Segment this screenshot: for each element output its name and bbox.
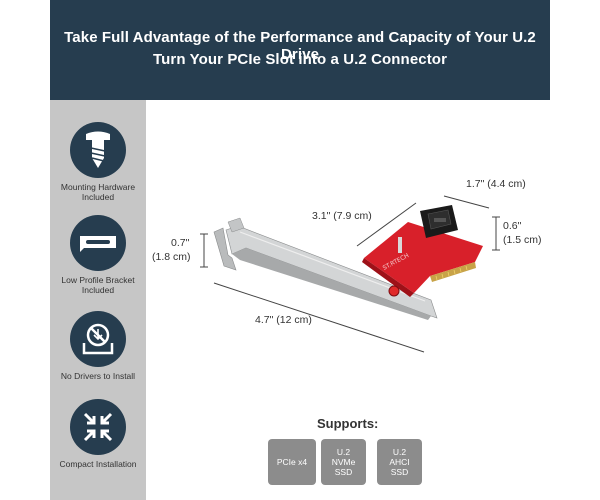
dimension-card-length: 3.1" (7.9 cm) — [312, 210, 372, 222]
dimension-bracket-length: 4.7" (12 cm) — [255, 314, 312, 326]
support-chip-pcie: PCIe x4 — [268, 439, 316, 485]
bracket-icon — [70, 215, 126, 271]
feature-label: Low Profile Bracket — [61, 275, 135, 285]
feature-label: Included — [81, 285, 115, 295]
dimension-connector-height-cm: (1.5 cm) — [503, 234, 542, 246]
no-drivers-icon — [70, 311, 126, 367]
feature-label: Compact Installation — [59, 459, 137, 469]
chip-text: PCIe x4 — [276, 457, 308, 467]
feature-label: Included — [81, 192, 115, 202]
chip-text: NVMe — [331, 457, 356, 467]
dimension-bracket-height-cm: (1.8 cm) — [152, 251, 191, 263]
dimension-bracket-height-in: 0.7" — [171, 237, 190, 249]
chip-text: U.2 — [336, 447, 351, 457]
dimension-connector-height-in: 0.6" — [503, 220, 522, 232]
support-chip-nvme: U.2 NVMe SSD — [321, 439, 366, 485]
chip-text: SSD — [390, 467, 409, 477]
supports-title: Supports: — [317, 416, 379, 431]
dimension-width: 1.7" (4.4 cm) — [466, 178, 526, 190]
chip-text: U.2 — [392, 447, 407, 457]
feature-label: No Drivers to Install — [60, 371, 136, 381]
support-chip-ahci: U.2 AHCI SSD — [377, 439, 422, 485]
subheadline: Turn Your PCIe Slot into a U.2 Connector — [152, 51, 448, 68]
header-banner: Take Full Advantage of the Performance a… — [50, 0, 550, 100]
compact-icon — [70, 399, 126, 455]
feature-label: Mounting Hardware — [60, 182, 136, 192]
feature-sidebar: Mounting Hardware Included Low Profile B… — [50, 100, 146, 500]
chip-text: AHCI — [389, 457, 410, 467]
screw-icon — [70, 122, 126, 178]
headline: Take Full Advantage of the Performance a… — [64, 29, 536, 63]
chip-text: SSD — [334, 467, 353, 477]
